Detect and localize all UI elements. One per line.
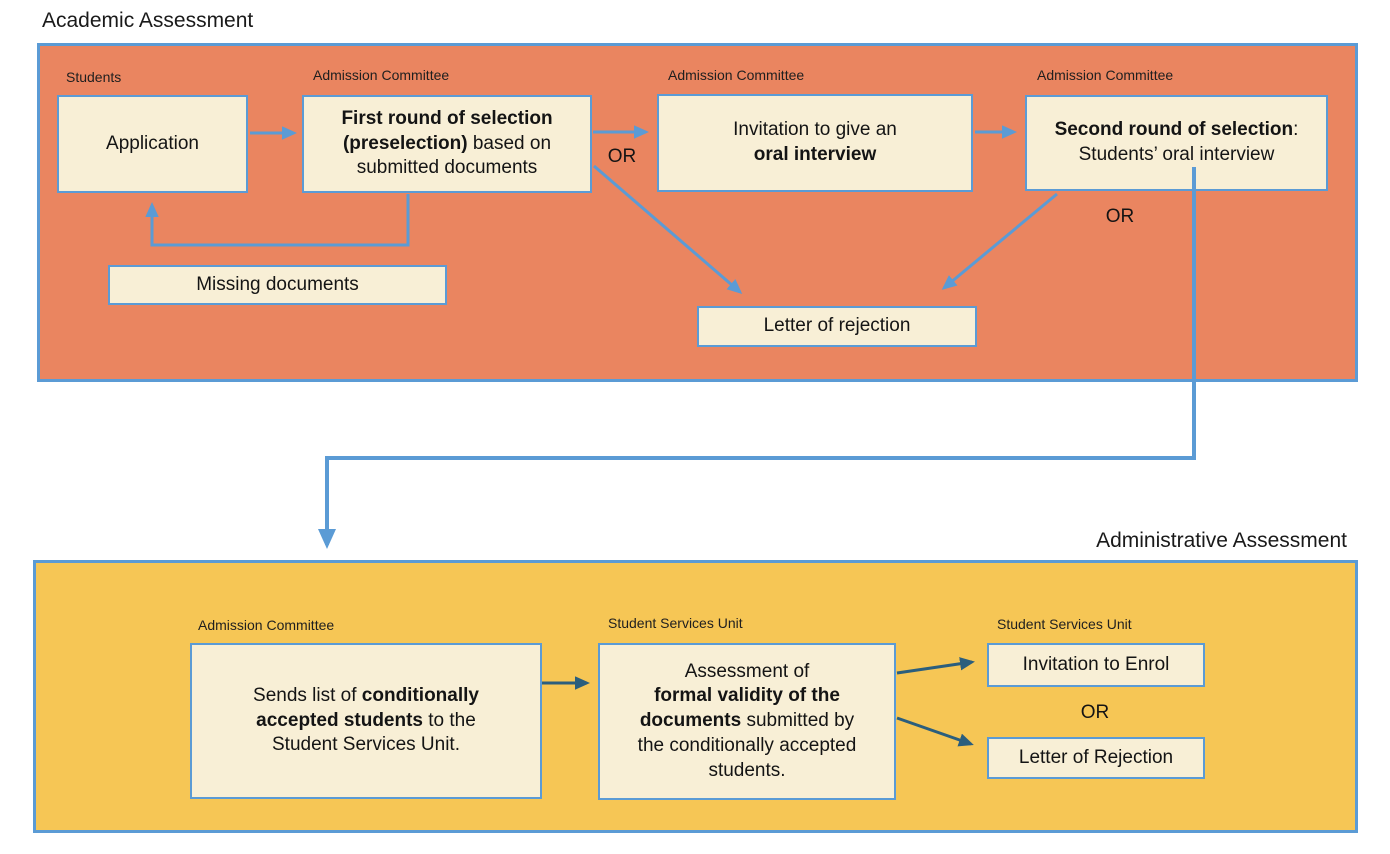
letter-of-rejection-box-academic: Letter of rejection: [697, 306, 977, 347]
or-label-1: OR: [607, 146, 637, 167]
first-round-selection-box: First round of selection(preselection) b…: [302, 95, 592, 193]
academic-assessment-title: Academic Assessment: [42, 9, 254, 32]
second-round-selection-box-text: Second round of selection:Students’ oral…: [1054, 119, 1299, 165]
first-round-selection-box-text: First round of selection(preselection) b…: [341, 107, 553, 179]
application-box: Application: [57, 95, 248, 193]
invitation-to-enrol-box: Invitation to Enrol: [987, 643, 1205, 687]
second-round-selection-box: Second round of selection:Students’ oral…: [1025, 95, 1328, 191]
admission-committee-role-label-4: Admission Committee: [198, 617, 335, 633]
missing-documents-box-text: Missing documents: [196, 273, 359, 295]
application-box-text: Application: [106, 132, 199, 154]
student-services-unit-role-label-2: Student Services Unit: [997, 616, 1132, 632]
letter-of-rejection-box-administrative: Letter of Rejection: [987, 737, 1205, 779]
admission-committee-role-label-2: Admission Committee: [668, 67, 805, 83]
students-role-label: Students: [66, 69, 122, 85]
or-label-2: OR: [1105, 206, 1135, 227]
letter-of-rejection-box-administrative-text: Letter of Rejection: [1018, 746, 1174, 768]
admission-committee-role-label-1: Admission Committee: [313, 67, 450, 83]
student-services-unit-role-label-1: Student Services Unit: [608, 615, 743, 631]
missing-documents-box: Missing documents: [108, 265, 447, 305]
admission-committee-role-label-3: Admission Committee: [1037, 67, 1174, 83]
invitation-to-enrol-box-text: Invitation to Enrol: [1022, 653, 1170, 675]
administrative-assessment-title: Administrative Assessment: [1096, 529, 1347, 552]
letter-of-rejection-box-academic-text: Letter of rejection: [763, 315, 911, 337]
or-label-3: OR: [1080, 702, 1110, 723]
